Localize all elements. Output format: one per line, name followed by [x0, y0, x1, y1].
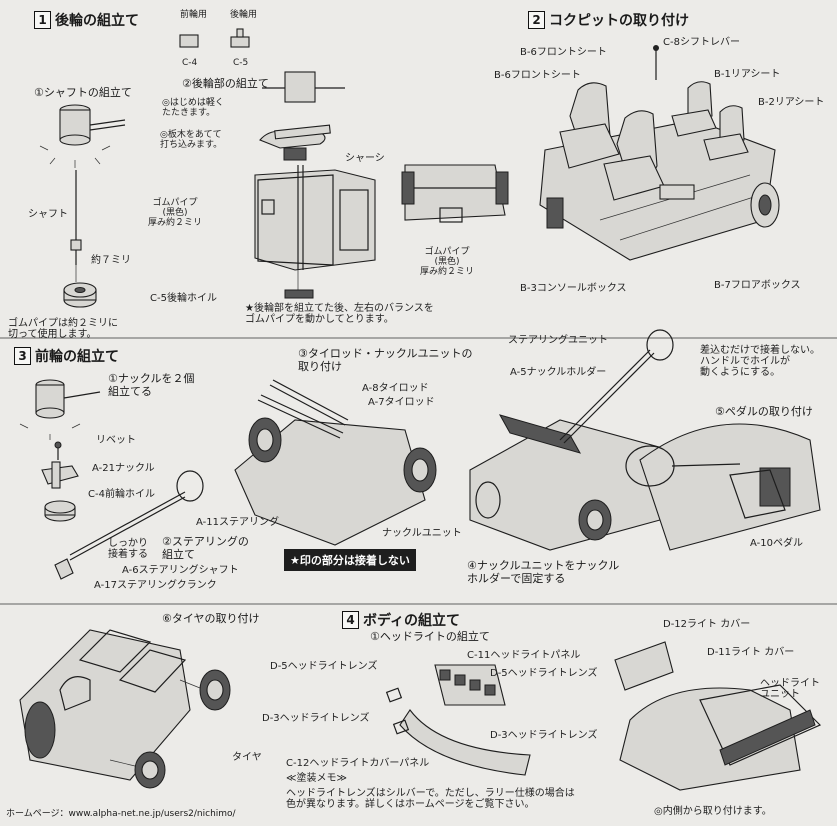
- firmly-glue-note: しっかり 接着する: [108, 538, 148, 560]
- a17-steering-crank-label: A-17ステアリングクランク: [94, 580, 217, 591]
- part-c5-label: C-5: [233, 58, 249, 68]
- front-seat-1-icon: [559, 82, 620, 169]
- hammer-3-icon: [35, 379, 101, 419]
- section-3-heading: 3 前輪の組立て: [14, 346, 119, 366]
- no-glue-banner: ★印の部分は接着しない: [284, 549, 416, 571]
- knuckle-holder-assembly-icon: [469, 329, 674, 551]
- rear-seat-1-icon: [671, 81, 717, 137]
- section-4-number: 4: [342, 611, 359, 629]
- hammer-icon: [59, 104, 126, 146]
- rubber-pipe-label-2: ゴムパイプ (黒色) 厚み約２ミリ: [420, 247, 475, 277]
- pipe-cut-note: ゴムパイプは約２ミリに 切って使用します。: [8, 318, 118, 340]
- headlight-assembly-icon: [385, 664, 531, 776]
- section-2-number: 2: [528, 11, 545, 29]
- paint-memo-text: ヘッドライトレンズはシルバーで。ただし、ラリー仕様の場合は 色が異なります。詳し…: [286, 788, 575, 810]
- steering-unit-label: ステアリングユニット: [508, 335, 608, 346]
- section-2-title: コクピットの取り付け: [549, 13, 689, 29]
- paint-memo-title: ≪塗装メモ≫: [286, 773, 347, 784]
- part-c4-icon: [179, 34, 199, 48]
- rear-assembly-icon: [401, 164, 509, 223]
- s3-step5-label: ⑤ペダルの取り付け: [715, 405, 813, 418]
- s1-step2-label: ②後輪部の組立て: [182, 77, 269, 90]
- console-box-icon: [546, 197, 564, 229]
- shaft-label: シャフト: [28, 209, 68, 220]
- d12-light-cover-label: D-12ライト カバー: [663, 619, 751, 630]
- b1-rear-seat-label: B-1リアシート: [714, 69, 781, 80]
- c5-rear-wheel-label: C-5後輪ホイル: [150, 293, 217, 304]
- c8-shift-lever-label: C-8シフトレバー: [663, 37, 740, 48]
- s3-step2-label: ②ステアリングの 組立て: [162, 535, 249, 561]
- part-c5-icon: [230, 28, 250, 48]
- body-headlight-cover-icon: [614, 641, 822, 791]
- s3-step1-label: ①ナックルを２個 組立てる: [108, 372, 195, 398]
- note-use-board: ◎板木をあてて 打ち込みます。: [160, 130, 223, 150]
- car-body-tires-icon: [19, 629, 231, 789]
- b2-rear-seat-label: B-2リアシート: [758, 97, 825, 108]
- part-c4-label: C-4: [182, 58, 198, 68]
- pedal-assembly-icon: [625, 423, 821, 551]
- section-3-title: 前輪の組立て: [35, 349, 119, 365]
- section-1-title: 後輪の組立て: [55, 13, 139, 29]
- homepage-url[interactable]: ホームページ：www.alpha-net.ne.jp/users2/nichim…: [6, 809, 236, 819]
- steering-shaft-icon: [54, 470, 204, 580]
- a8-tie-rod-label: A-8タイロッド: [362, 383, 429, 394]
- d3-headlight-lens-label-2: D-3ヘッドライトレンズ: [490, 730, 598, 741]
- impact-lines-icon: [39, 145, 111, 168]
- a5-knuckle-holder-label: A-5ナックルホルダー: [510, 367, 607, 378]
- balance-note: ★後輪部を組立てた後、左右のバランスを ゴムパイプを動かしてとります。: [245, 303, 434, 325]
- rivet-label: リベット: [96, 435, 136, 446]
- hammer-2-icon: [262, 71, 345, 103]
- b7-floor-box-label: B-7フロアボックス: [714, 280, 801, 291]
- install-inside-note: ◎内側から取り付けます。: [654, 806, 772, 817]
- rear-wheel-c5-icon: [63, 282, 97, 308]
- section-4-heading: 4 ボディの組立て: [342, 610, 460, 630]
- tire-label: タイヤ: [232, 752, 262, 763]
- rear-wheel-header: 後輪用: [230, 10, 258, 20]
- hand-board-icon: [259, 124, 331, 149]
- section-4-title: ボディの組立て: [363, 613, 461, 629]
- s3-step3-label: ③タイロッド・ナックルユニットの 取り付け: [298, 347, 473, 373]
- a11-steering-label: A-11ステアリング: [196, 517, 279, 528]
- d5-headlight-lens-label-2: D-5ヘッドライトレンズ: [490, 668, 598, 679]
- c12-headlight-cover-panel-label: C-12ヘッドライトカバーパネル: [286, 758, 430, 769]
- a7-tie-rod-label: A-7タイロッド: [368, 397, 435, 408]
- tie-rod-assembly-icon: [234, 379, 437, 546]
- s4-step1-label: ①ヘッドライトの組立て: [370, 630, 490, 643]
- headlight-unit-label: ヘッドライト ユニット: [760, 678, 820, 700]
- section-3-number: 3: [14, 347, 31, 365]
- b6-front-seat-label-1: B-6フロントシート: [520, 47, 607, 58]
- section-1-heading: 1 後輪の組立て: [34, 10, 139, 30]
- s1-step1-label: ①シャフトの組立て: [34, 86, 132, 99]
- insert-only-note: 差込むだけで接着しない。 ハンドルでホイルが 動くようにする。: [700, 345, 820, 378]
- knuckle-a21-icon: [41, 461, 79, 489]
- chassis-label: シャーシ: [345, 153, 385, 164]
- s3-step4-label: ④ナックルユニットをナックル ホルダーで固定する: [467, 559, 620, 585]
- front-seat-2-icon: [603, 110, 665, 201]
- b6-front-seat-label-2: B-6フロントシート: [494, 70, 581, 81]
- floor-box-icon: [659, 184, 695, 200]
- a10-pedal-label: A-10ペダル: [750, 538, 803, 549]
- rear-seat-2-icon: [703, 105, 749, 161]
- front-wheel-header: 前輪用: [180, 10, 208, 20]
- d3-headlight-lens-label-1: D-3ヘッドライトレンズ: [262, 713, 370, 724]
- d5-headlight-lens-label-1: D-5ヘッドライトレンズ: [270, 661, 378, 672]
- section-2-heading: 2 コクピットの取り付け: [528, 10, 689, 30]
- rubber-pipe-label-1: ゴムパイプ (黒色) 厚み約２ミリ: [148, 198, 203, 228]
- section-1-number: 1: [34, 11, 51, 29]
- front-wheel-c4-icon: [44, 500, 76, 522]
- d11-light-cover-label: D-11ライト カバー: [707, 647, 795, 658]
- s3-step6-label: ⑥タイヤの取り付け: [162, 612, 260, 625]
- a21-knuckle-label: A-21ナックル: [92, 463, 155, 474]
- approx-7mm-label: 約７ミリ: [91, 255, 131, 266]
- note-tap-lightly: ◎はじめは軽く たたきます。: [162, 98, 224, 118]
- a6-steering-shaft-label: A-6ステアリングシャフト: [122, 565, 239, 576]
- c11-headlight-panel-label: C-11ヘッドライトパネル: [467, 650, 581, 661]
- rear-chassis-icon: [254, 147, 376, 299]
- c4-front-wheel-label: C-4前輪ホイル: [88, 489, 155, 500]
- b3-console-box-label: B-3コンソールボックス: [520, 283, 627, 294]
- knuckle-unit-label: ナックルユニット: [382, 528, 462, 539]
